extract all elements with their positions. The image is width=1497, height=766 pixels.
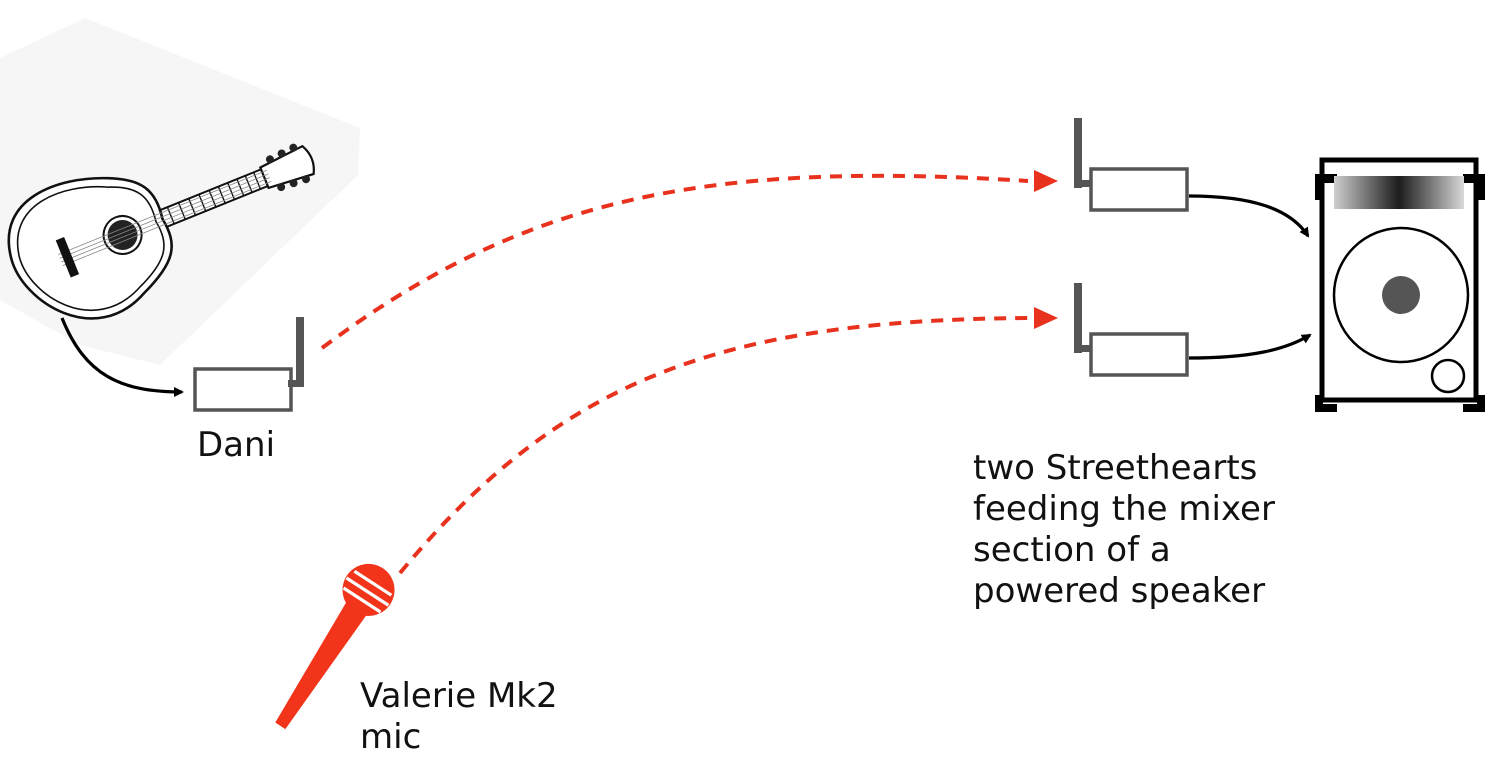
- valerie-mic-label: Valerie Mk2 mic: [360, 676, 558, 758]
- valerie-mic-label-line: Valerie Mk2: [360, 676, 558, 716]
- wireless-receiver-icon: [1074, 283, 1189, 377]
- dani-label: Dani: [197, 425, 276, 465]
- streethearts-label-line: powered speaker: [973, 571, 1266, 611]
- guitar-cable: [60, 317, 184, 397]
- wireless-link-mic: [398, 316, 1029, 575]
- streethearts-label: two Streethearts feeding the mixer secti…: [973, 448, 1275, 612]
- streethearts-label-line: feeding the mixer: [973, 489, 1275, 529]
- wireless-receiver-icon: [1074, 118, 1189, 212]
- microphone-icon: [275, 563, 395, 730]
- wireless-link-dani-arrowhead: [1034, 170, 1058, 192]
- streethearts-label-line: two Streethearts: [973, 448, 1258, 488]
- receiver-cable-top: [1188, 194, 1310, 238]
- valerie-mic-label-line: mic: [360, 717, 422, 757]
- streethearts-label-line: section of a: [973, 530, 1171, 570]
- acoustic-guitar-icon: [0, 18, 360, 365]
- wireless-transmitter-icon: [193, 317, 304, 412]
- wireless-link-dani: [320, 173, 1029, 350]
- powered-speaker-icon: [1315, 157, 1485, 412]
- wireless-link-mic-arrowhead: [1034, 307, 1058, 329]
- receiver-cable-bottom: [1188, 333, 1312, 360]
